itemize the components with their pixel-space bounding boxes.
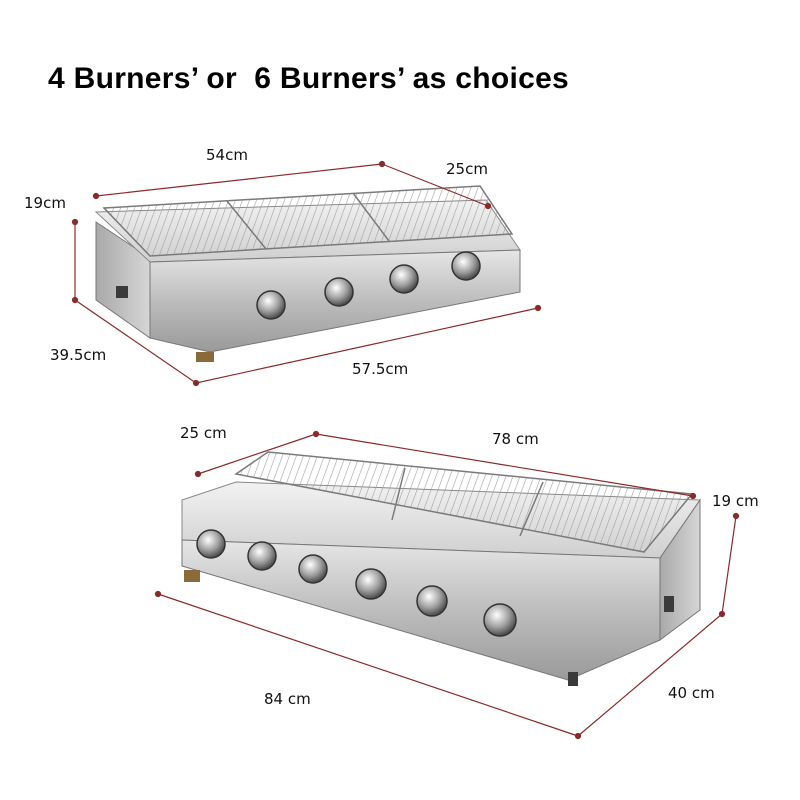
gas-connector-icon <box>196 352 214 362</box>
knob-icon[interactable] <box>416 585 448 617</box>
large-width-label: 78 cm <box>492 430 539 448</box>
gas-inlet-icon <box>664 596 674 612</box>
small-width-label: 54cm <box>206 146 248 164</box>
small-height-label: 19cm <box>24 194 66 212</box>
knob-icon[interactable] <box>196 529 226 559</box>
small-grill <box>94 185 521 362</box>
gas-connector-icon <box>184 570 200 582</box>
knob-icon[interactable] <box>256 290 286 320</box>
knob-icon[interactable] <box>451 251 481 281</box>
large-grill-dimension-lines <box>154 430 740 740</box>
small-grill-knobs <box>256 251 481 320</box>
grill-foot <box>568 672 578 686</box>
knob-icon[interactable] <box>483 603 517 637</box>
large-depth-top-label: 25 cm <box>180 424 227 442</box>
knob-icon[interactable] <box>247 541 277 571</box>
small-grill-grate <box>102 185 514 257</box>
knob-icon[interactable] <box>355 568 387 600</box>
small-depth-top-label: 25cm <box>446 160 488 178</box>
small-depth-side-label: 39.5cm <box>50 346 106 364</box>
small-grill-dimension-labels: 54cm 25cm 19cm 39.5cm 57.5cm <box>24 146 488 378</box>
large-depth-side-label: 40 cm <box>668 684 715 702</box>
knob-icon[interactable] <box>298 554 328 584</box>
small-length-bottom-label: 57.5cm <box>352 360 408 378</box>
large-grill-dimension-labels: 25 cm 78 cm 19 cm 84 cm 40 cm <box>180 424 759 708</box>
knob-icon[interactable] <box>324 277 354 307</box>
large-length-bottom-label: 84 cm <box>264 690 311 708</box>
large-grill <box>181 451 701 686</box>
headline: 4 Burners’ or 6 Burners’ as choices <box>48 62 570 95</box>
gas-inlet-icon <box>116 286 128 298</box>
large-grill-knobs <box>196 529 517 637</box>
small-grill-dimension-lines <box>71 160 542 387</box>
knob-icon[interactable] <box>389 264 419 294</box>
large-height-label: 19 cm <box>712 492 759 510</box>
